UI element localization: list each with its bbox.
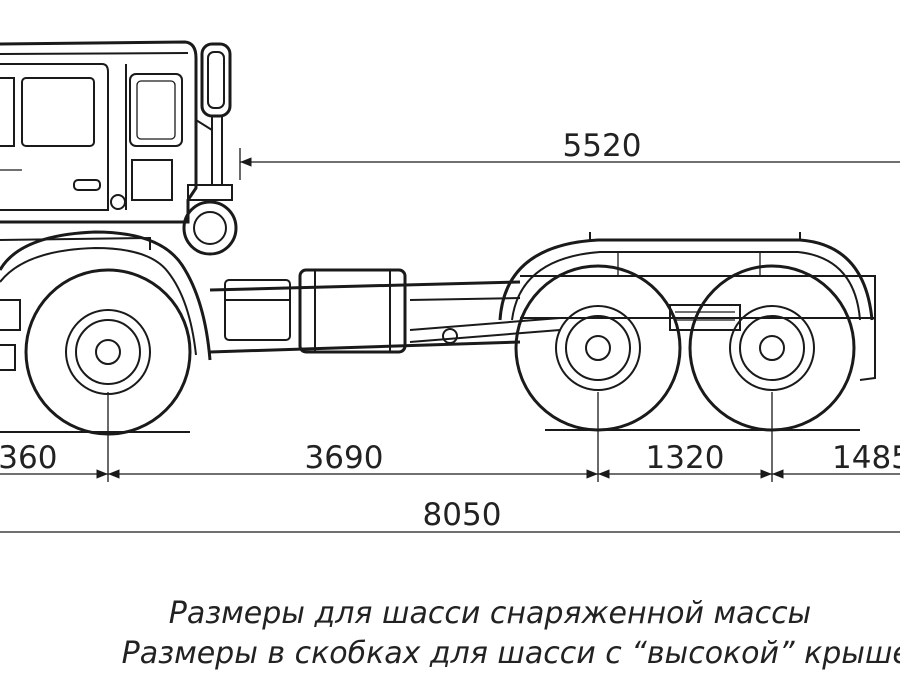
dimension-bogie-base: 1320 bbox=[646, 440, 725, 476]
rear-fender bbox=[498, 232, 874, 331]
truck-cab bbox=[0, 40, 198, 224]
front-fender bbox=[0, 230, 212, 371]
spare-wheel-mount bbox=[182, 184, 238, 256]
truck-outline bbox=[0, 40, 876, 436]
dimension-lines bbox=[0, 148, 900, 533]
dimension-front-overhang: 1360 bbox=[0, 440, 57, 476]
dimension-wheelbase-rear: 5520 bbox=[563, 128, 642, 164]
frame-rail bbox=[209, 275, 876, 381]
note-high-roof: Размеры в скобках для шасси с “высокой” … bbox=[121, 636, 900, 671]
note-curb-weight: Размеры для шасси снаряженной массы bbox=[168, 596, 812, 631]
propeller-shaft bbox=[409, 317, 561, 344]
dimension-total-length: 8050 bbox=[423, 497, 502, 533]
fuel-tank bbox=[224, 268, 407, 354]
dimension-rear-overhang: 1485 bbox=[832, 440, 900, 476]
side-mirror bbox=[195, 42, 232, 185]
dimension-wheelbase-front: 3690 bbox=[305, 440, 384, 476]
